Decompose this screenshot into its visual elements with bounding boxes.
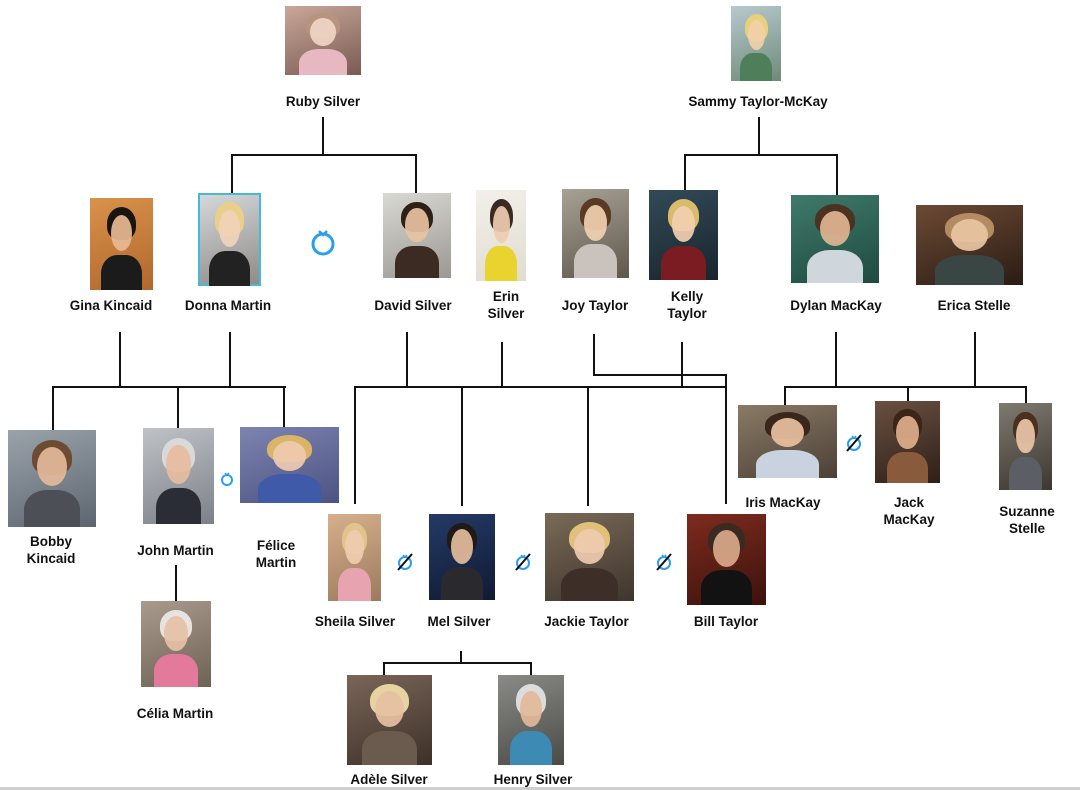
- john-martin-photo: [143, 428, 214, 524]
- gina-kincaid-photo: [90, 198, 153, 290]
- celia-martin-name: Célia Martin: [136, 706, 214, 721]
- bill-taylor-photo: [687, 514, 766, 605]
- sheila-silver-name: Sheila Silver: [314, 614, 396, 629]
- iris-mackay-photo: [738, 405, 837, 478]
- ruby-silver-photo: [285, 6, 361, 75]
- bottom-border: [0, 787, 1080, 790]
- adele-silver-name: Adèle Silver: [350, 772, 428, 787]
- iris-mackay-name: Iris MacKay: [745, 495, 821, 510]
- bobby-kincaid-photo: [8, 430, 96, 527]
- dylan-mackay-photo: [791, 195, 879, 283]
- adele-silver-photo: [347, 675, 432, 765]
- sheila-silver-photo: [328, 514, 381, 601]
- married-ring-icon: [311, 230, 335, 256]
- divorced-ring-icon: [397, 553, 413, 571]
- connector-ruby-children: [231, 117, 417, 193]
- suzanne-stelle-photo: [999, 403, 1052, 490]
- divorced-ring-icon: [515, 553, 531, 571]
- suzanne-stelle-name: Suzanne Stelle: [999, 504, 1055, 536]
- felice-martin-name: Félice Martin: [255, 538, 297, 570]
- connector-mel-children: [383, 651, 532, 676]
- david-silver-photo: [383, 193, 451, 278]
- gina-kincaid-name: Gina Kincaid: [69, 298, 153, 313]
- erin-silver-name: Erin Silver: [487, 289, 525, 321]
- sammy-taylor-mckay-photo: [731, 6, 781, 81]
- connector-sammy-children: [684, 117, 838, 196]
- david-silver-name: David Silver: [374, 298, 452, 313]
- henry-silver-photo: [498, 675, 564, 765]
- john-martin-name: John Martin: [137, 543, 214, 558]
- mel-silver-photo: [429, 514, 495, 600]
- connector-david-erin-children: [354, 332, 727, 506]
- erica-stelle-name: Erica Stelle: [937, 298, 1011, 313]
- divorced-ring-icon: [656, 553, 672, 571]
- bill-taylor-name: Bill Taylor: [693, 614, 759, 629]
- ruby-silver-name: Ruby Silver: [285, 94, 361, 109]
- joy-taylor-photo: [562, 189, 629, 278]
- jack-mackay-name: Jack MacKay: [883, 495, 935, 527]
- bobby-kincaid-name: Bobby Kincaid: [26, 534, 76, 566]
- henry-silver-name: Henry Silver: [493, 772, 573, 787]
- donna-martin-photo: [198, 193, 261, 286]
- dylan-mackay-name: Dylan MacKay: [790, 298, 882, 313]
- felice-martin-photo: [240, 427, 339, 503]
- erin-silver-photo: [476, 190, 526, 281]
- joy-taylor-name: Joy Taylor: [561, 298, 629, 313]
- married-ring-small-icon: [221, 472, 233, 486]
- connector-dylan-erica-children: [784, 332, 1027, 407]
- sammy-taylor-mckay-name: Sammy Taylor-McKay: [688, 94, 828, 109]
- jackie-taylor-photo: [545, 513, 634, 601]
- divorced-ring-icon: [846, 434, 862, 452]
- jackie-taylor-name: Jackie Taylor: [544, 614, 629, 629]
- connector-joy-kelly-bill: [593, 334, 727, 504]
- jack-mackay-photo: [875, 401, 940, 483]
- mel-silver-name: Mel Silver: [427, 614, 491, 629]
- donna-martin-name: Donna Martin: [184, 298, 272, 313]
- erica-stelle-photo: [916, 205, 1023, 285]
- celia-martin-photo: [141, 601, 211, 687]
- kelly-taylor-name: Kelly Taylor: [667, 289, 707, 321]
- connector-gina-donna-children: [52, 332, 286, 431]
- kelly-taylor-photo: [649, 190, 718, 280]
